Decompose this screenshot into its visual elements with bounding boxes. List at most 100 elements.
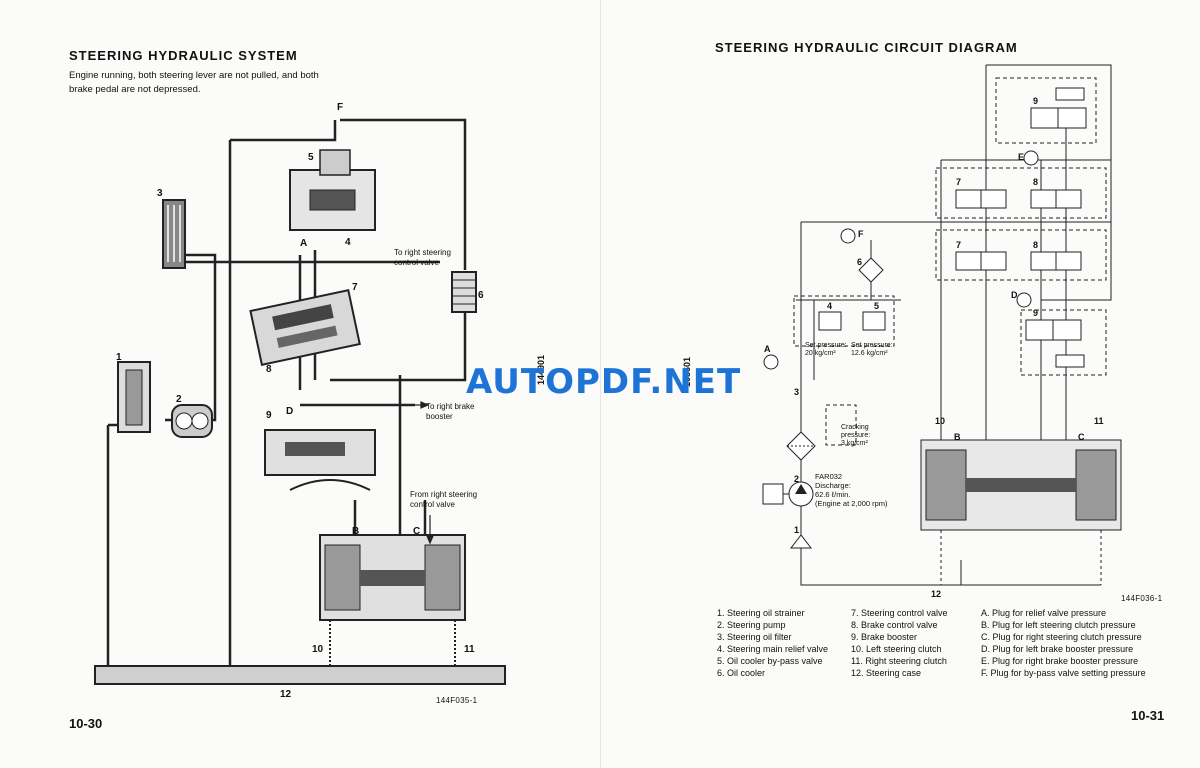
legend-column-plugs: A. Plug for relief valve pressure B. Plu…	[981, 607, 1146, 679]
part-label-F: F	[337, 102, 343, 113]
circuit-label-9-bottom: 9	[1033, 308, 1038, 318]
circuit-label-1: 1	[794, 525, 799, 535]
gauge-F	[840, 228, 856, 244]
set-pressure-4-label: Set pressure: 20 kg/cm²	[805, 342, 847, 357]
part-label-3: 3	[157, 188, 163, 199]
circuit-label-6: 6	[857, 257, 862, 267]
brake-booster-9-top-shape	[1030, 87, 1087, 129]
steering-case-tank-shape	[94, 665, 506, 685]
legend-item: 10. Left steering clutch	[851, 644, 942, 654]
left-figure-ref: 144F035-1	[436, 696, 478, 705]
steering-clutch-assembly-diagram	[920, 439, 1122, 586]
circuit-label-E: E	[1018, 152, 1024, 162]
part-label-5: 5	[308, 152, 314, 163]
steering-oil-filter-shape	[162, 199, 186, 269]
steering-clutch-assembly-shape	[319, 534, 466, 668]
circuit-label-2: 2	[794, 474, 799, 484]
strainer-1-shape	[789, 534, 813, 549]
circuit-label-D: D	[1011, 290, 1018, 300]
brake-booster-shape	[264, 429, 376, 491]
circuit-label-A: A	[764, 344, 771, 354]
legend-item: B. Plug for left steering clutch pressur…	[981, 620, 1136, 630]
legend-item: 5. Oil cooler by-pass valve	[717, 656, 823, 666]
hydraulic-circuit-diagram: 1 2 3 4 5 6 7 8 7 8 9 9 10 11 12 A B C D…	[762, 64, 1122, 599]
left-page-subtitle: Engine running, both steering lever are …	[69, 70, 319, 95]
relief-valve-body-shape	[289, 149, 376, 231]
legend-item: D. Plug for left brake booster pressure	[981, 644, 1134, 654]
part-label-1: 1	[116, 352, 122, 363]
brake-valve-8-bottom-shape	[1030, 251, 1082, 271]
part-label-9: 9	[266, 410, 272, 421]
circuit-label-4: 4	[827, 301, 832, 311]
circuit-label-3: 3	[794, 387, 799, 397]
legend-item: 8. Brake control valve	[851, 620, 938, 630]
gauge-E	[1023, 150, 1039, 166]
brake-valve-8-top-shape	[1030, 189, 1082, 209]
pump-info-label: FAR032 Discharge: 62.6 ℓ/min. (Engine at…	[815, 472, 888, 508]
right-page-number: 10-31	[1131, 708, 1165, 723]
control-valve-body-shape	[249, 289, 361, 366]
set-pressure-5-label: Set pressure: 12.6 kg/cm²	[851, 342, 893, 357]
part-label-11: 11	[464, 644, 475, 655]
legend-item: A. Plug for relief valve pressure	[981, 608, 1107, 618]
watermark-text: AUTOPDF.NET	[466, 362, 742, 402]
part-label-10: 10	[312, 644, 324, 655]
circuit-label-8-bottom: 8	[1033, 240, 1038, 250]
legend-item: C. Plug for right steering clutch pressu…	[981, 632, 1142, 642]
control-valve-7-bottom-shape	[955, 251, 1007, 271]
oil-cooler-6-shape	[858, 257, 884, 283]
part-label-8: 8	[266, 364, 272, 375]
filter-3-shape	[786, 431, 816, 461]
legend-item: 9. Brake booster	[851, 632, 918, 642]
part-label-6: 6	[478, 290, 484, 301]
circuit-label-F: F	[858, 229, 864, 239]
right-page-title: STEERING HYDRAULIC CIRCUIT DIAGRAM	[715, 40, 1018, 55]
legend-item: 1. Steering oil strainer	[717, 608, 805, 618]
circuit-label-7-bottom: 7	[956, 240, 961, 250]
part-label-B: B	[352, 526, 359, 537]
legend-item: F. Plug for by-pass valve setting pressu…	[981, 668, 1146, 678]
circuit-label-9-top: 9	[1033, 96, 1038, 106]
circuit-label-5: 5	[874, 301, 879, 311]
circuit-label-12: 12	[931, 589, 941, 599]
legend-column-parts-1: 1. Steering oil strainer 2. Steering pum…	[717, 607, 828, 679]
bypass-valve-5-shape	[862, 311, 886, 331]
cracking-pressure-label: Cracking pressure: 3 kg/cm²	[841, 424, 871, 447]
legend-item: 12. Steering case	[851, 668, 922, 678]
legend-item: 6. Oil cooler	[717, 668, 766, 678]
legend-item: 3. Steering oil filter	[717, 632, 792, 642]
gauge-A	[763, 354, 779, 370]
left-page-title: STEERING HYDRAULIC SYSTEM	[69, 48, 298, 63]
left-page-number: 10-30	[69, 716, 103, 731]
pump-2-shape	[762, 481, 814, 507]
steering-pump-shape	[171, 404, 213, 438]
part-label-4: 4	[345, 237, 351, 248]
circuit-label-8-top: 8	[1033, 177, 1038, 187]
legend-item: 11. Right steering clutch	[851, 656, 947, 666]
control-valve-7-top-shape	[955, 189, 1007, 209]
steering-oil-strainer-shape	[117, 361, 151, 433]
part-label-C: C	[413, 526, 420, 537]
legend-item: 7. Steering control valve	[851, 608, 948, 618]
relief-valve-4-shape	[818, 311, 842, 331]
left-page: STEERING HYDRAULIC SYSTEM Engine running…	[69, 48, 506, 731]
circuit-label-7-top: 7	[956, 177, 961, 187]
brake-booster-9-bottom-shape	[1025, 319, 1085, 368]
circuit-label-C: C	[1078, 432, 1085, 442]
circuit-label-10: 10	[935, 416, 945, 426]
circuit-label-11: 11	[1094, 416, 1104, 426]
part-label-12: 12	[280, 689, 292, 700]
legend-item: 2. Steering pump	[717, 620, 786, 630]
legend-column-parts-2: 7. Steering control valve 8. Brake contr…	[851, 607, 948, 679]
hydraulic-system-illustration: 1 2 3 4 5 6 7 8 9 10 11 12 A B C D F	[94, 102, 506, 700]
legend-item: E. Plug for right brake booster pressure	[981, 656, 1139, 666]
oil-cooler-shape	[451, 271, 477, 313]
right-figure-ref: 144F036-1	[1121, 594, 1163, 603]
from-right-steering-label: From right steering control valve	[410, 490, 478, 509]
part-label-2: 2	[176, 394, 182, 405]
part-label-D: D	[286, 406, 293, 417]
to-right-steering-label: To right steering control valve	[394, 248, 451, 267]
circuit-label-B: B	[954, 432, 961, 442]
right-page: STEERING HYDRAULIC CIRCUIT DIAGRAM	[600, 0, 1200, 768]
part-label-7: 7	[352, 282, 358, 293]
